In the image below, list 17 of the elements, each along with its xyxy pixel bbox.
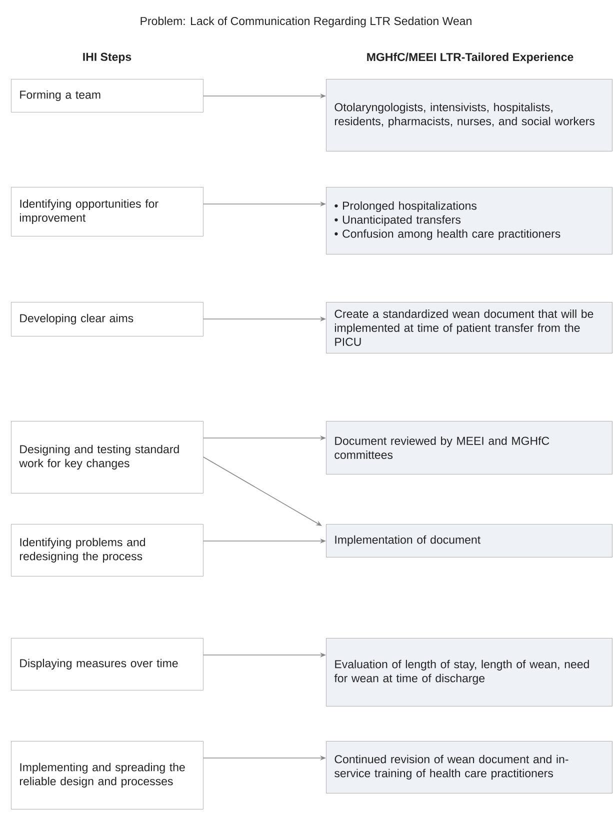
result-box: Document reviewed by MEEI and MGHfC committees: [326, 421, 612, 474]
result-box: Evaluation of length of stay, length of wean, need for wean at time of discharge: [326, 638, 612, 706]
column-heading: MGHfC/MEEI LTR-Tailored Experience: [367, 52, 574, 64]
step-box: Developing clear aims: [11, 302, 204, 336]
step-box: Implementing and spreading the reliable design and processes: [11, 741, 204, 810]
step-box: Designing and testing standard work for key changes: [11, 421, 204, 494]
result-box: Continued revision of wean document and in-service training of health care practitioners: [326, 741, 612, 794]
step-box: Identifying opportunities for improvement: [11, 187, 204, 236]
result-box: • Prolonged hospitalizations • Unanticipated transfers • Confusion among health care practitioners: [326, 187, 612, 254]
step-box: Displaying measures over time: [11, 638, 204, 690]
title: Problem: Lack of Communication Regarding LTR Sedation Wean: [140, 16, 472, 28]
result-box: Implementation of document: [326, 524, 612, 558]
result-box: Otolaryngologists, intensivists, hospitalists, residents, pharmacists, nurses, and social workers: [326, 79, 612, 152]
column-heading: IHI Steps: [83, 52, 132, 64]
step-box: Identifying problems and redesigning the process: [11, 524, 204, 576]
result-box: Create a standardized wean document that will be implemented at time of patient transfer from the PICU: [326, 302, 612, 354]
step-box: Forming a team: [11, 79, 204, 112]
